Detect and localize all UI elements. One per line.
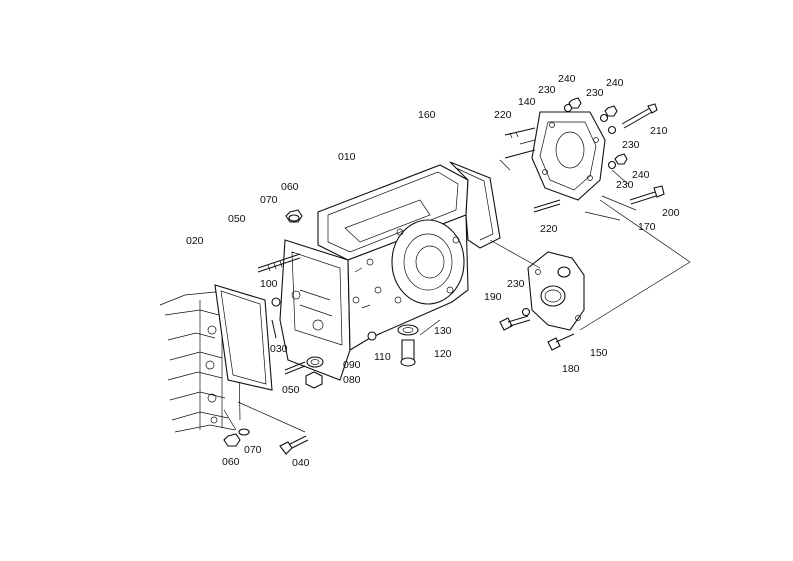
- mating-housing-outline: [159, 291, 241, 433]
- label-070-upper: 070: [260, 194, 278, 206]
- label-200: 200: [662, 207, 680, 219]
- label-220-upper: 220: [494, 109, 512, 121]
- label-230-d: 230: [616, 179, 634, 191]
- label-020: 020: [186, 235, 204, 247]
- label-010: 010: [338, 151, 356, 163]
- bolt-200[interactable]: [629, 185, 665, 205]
- label-130: 130: [434, 325, 452, 337]
- stud-220-upper[interactable]: [504, 127, 536, 159]
- label-230-c: 230: [622, 139, 640, 151]
- seal-130[interactable]: [397, 324, 419, 336]
- pin-030[interactable]: [271, 319, 277, 339]
- plug-100[interactable]: [271, 297, 281, 307]
- label-050-lower: 050: [282, 384, 300, 396]
- label-120: 120: [434, 348, 452, 360]
- assembly-leader-lines: [223, 139, 691, 433]
- gasket-160[interactable]: [449, 161, 501, 249]
- stud-050-upper[interactable]: [257, 253, 301, 273]
- label-060-lower: 060: [222, 456, 240, 468]
- label-140: 140: [518, 96, 536, 108]
- plug-080[interactable]: [305, 371, 323, 389]
- label-170: 170: [638, 221, 656, 233]
- label-230-b: 230: [586, 87, 604, 99]
- label-230-e: 230: [507, 278, 525, 290]
- bolt-180[interactable]: [547, 333, 575, 351]
- nut-110[interactable]: [367, 331, 377, 341]
- label-080: 080: [343, 374, 361, 386]
- bolt-190[interactable]: [499, 315, 531, 331]
- washer-070-lower[interactable]: [238, 428, 250, 436]
- drain-plug-120[interactable]: [400, 339, 416, 367]
- label-150: 150: [590, 347, 608, 359]
- washer-090[interactable]: [306, 356, 324, 368]
- bolt-210[interactable]: [621, 103, 658, 129]
- label-190: 190: [484, 291, 502, 303]
- label-050-upper: 050: [228, 213, 246, 225]
- label-040: 040: [292, 457, 310, 469]
- stud-220-lower[interactable]: [533, 199, 561, 213]
- label-180: 180: [562, 363, 580, 375]
- rear-cover-140[interactable]: [531, 111, 606, 201]
- part-labels: 010 020 030 040 050 050 060 060 070 070 …: [186, 73, 680, 469]
- label-090: 090: [343, 359, 361, 371]
- label-060-upper: 060: [281, 181, 299, 193]
- washers-230[interactable]: [521, 103, 617, 317]
- cover-plate-150[interactable]: [527, 251, 585, 331]
- label-240-b: 240: [606, 77, 624, 89]
- bolt-040[interactable]: [279, 435, 309, 455]
- label-110: 110: [374, 351, 391, 363]
- label-240-a: 240: [558, 73, 576, 85]
- washer-070-upper[interactable]: [288, 214, 300, 222]
- label-230-a: 230: [538, 84, 556, 96]
- label-210: 210: [650, 125, 668, 137]
- nut-060-lower[interactable]: [223, 433, 241, 447]
- label-160: 160: [418, 109, 436, 121]
- label-030: 030: [270, 343, 288, 355]
- gasket-020[interactable]: [214, 284, 273, 391]
- label-100: 100: [260, 278, 278, 290]
- label-220-lower: 220: [540, 223, 558, 235]
- stud-050-lower[interactable]: [284, 361, 306, 375]
- nuts-240[interactable]: [568, 97, 628, 165]
- label-070-lower: 070: [244, 444, 262, 456]
- transmission-case-010[interactable]: [279, 164, 469, 381]
- label-240-c: 240: [632, 169, 650, 181]
